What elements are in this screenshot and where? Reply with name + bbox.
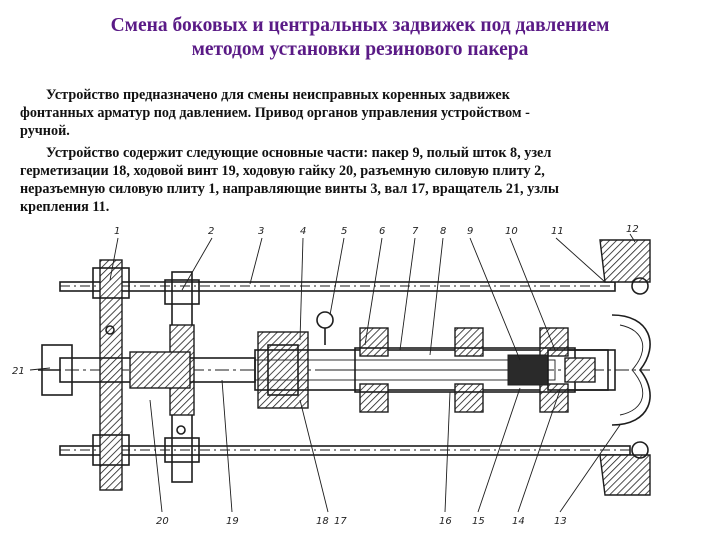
title-line-2: методом установки резинового пакера [191,39,529,60]
mounting-unit [599,239,651,496]
packer [507,349,609,391]
page-title: Смена боковых и центральных задвижек под… [0,14,720,62]
callout-label: 4 [300,226,306,237]
callout-label: 11 [551,226,564,237]
components-paragraph: Устройство содержит следующие основные ч… [20,144,710,216]
guide-screw-top [59,281,616,292]
paragraph-line: фонтанных арматур под давлением. Привод … [20,105,530,121]
callout-label: 19 [226,516,239,527]
callout-label: 8 [440,226,446,237]
callout-label: 10 [505,226,518,237]
guide-screw-bottom [59,445,631,456]
callout-label: 7 [412,226,419,237]
description-paragraph: Устройство предназначено для смены неисп… [20,86,710,140]
callout-label: 1 [114,226,120,237]
title-line-1: Смена боковых и центральных задвижек под… [110,15,610,36]
callout-label: 13 [554,516,567,527]
paragraph-line: неразъемную силовую плиту 1, направляющи… [20,181,559,197]
callout-label: 2 [208,226,214,237]
paragraph-line: Устройство содержит следующие основные ч… [46,145,552,161]
callout-label: 5 [341,226,347,237]
hollow-rod [254,349,616,391]
leader-lines [29,233,636,513]
callout-label: 14 [512,516,525,527]
paragraph-line: Устройство предназначено для смены неисп… [46,87,510,103]
drive-shaft [38,325,256,435]
valve-flanges [354,327,576,413]
paragraph-line: крепления 11. [20,199,110,215]
callout-label: 3 [258,226,264,237]
technical-drawing: 1 2 3 4 5 6 7 8 9 10 11 12 21 20 19 18 1… [12,224,651,527]
callout-label: 16 [439,516,452,527]
callout-label: 18 [316,516,329,527]
callout-label: 12 [626,224,639,235]
paragraph-line: ручной. [20,123,70,139]
fixed-power-plate [92,259,130,491]
paragraph-line: герметизации 18, ходовой винт 19, ходову… [20,163,545,179]
callout-label: 6 [379,226,385,237]
sealing-unit [257,311,334,409]
callout-label: 20 [156,516,169,527]
callout-label: 21 [12,366,25,377]
callout-label: 9 [467,226,473,237]
callout-label: 17 [334,516,347,527]
callout-label: 15 [472,516,485,527]
